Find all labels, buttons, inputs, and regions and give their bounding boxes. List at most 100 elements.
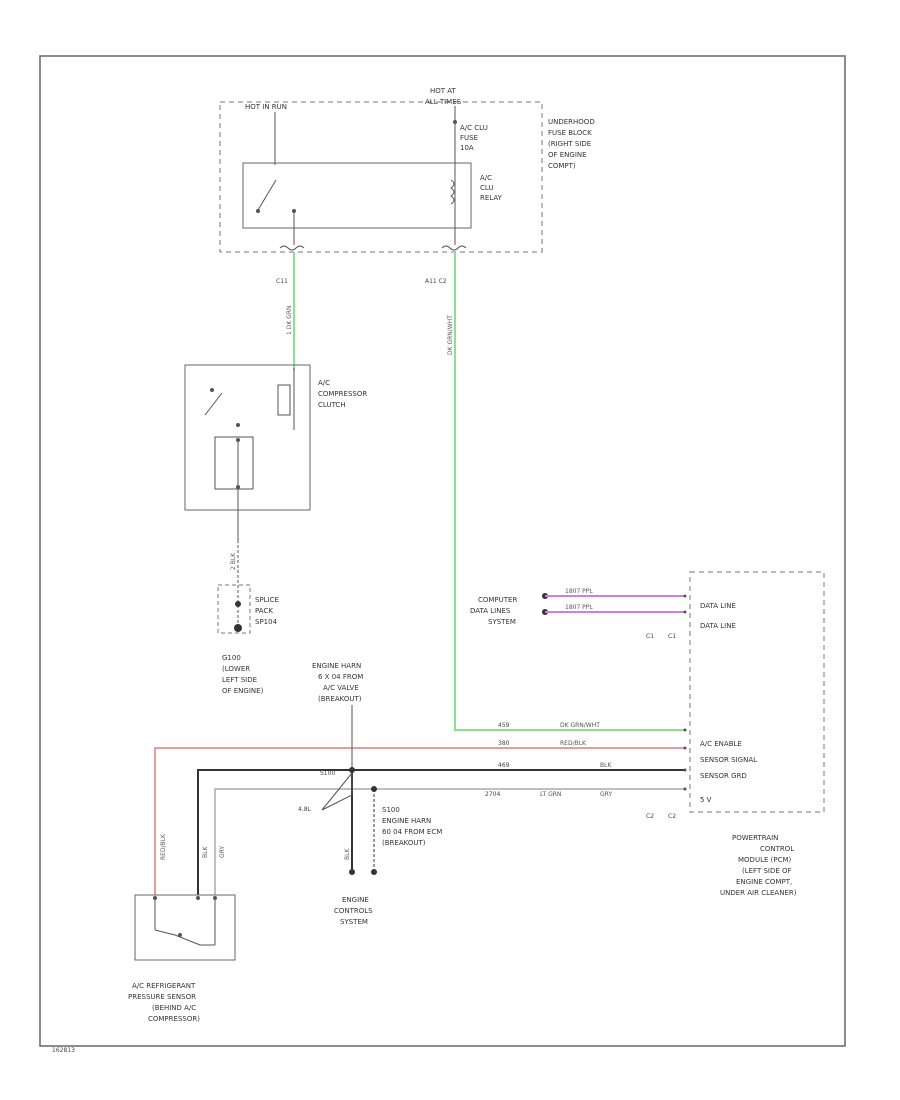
wire-5v-ref [214,788,685,895]
pcm-ac-enable: A/C ENABLE [700,740,742,748]
ground-g100-label-4: OF ENGINE) [222,687,264,695]
wire-relay-control [454,252,685,731]
clutch-switch-pivot [210,388,214,392]
wire-sensor-signal-ckt: 380 [498,740,510,747]
sensor-variable-resistor-icon [154,929,215,946]
hot-at-all-times-label-2: ALL TIMES [425,98,462,106]
engine-harn-bottom-1: S100 [382,806,400,814]
fuse-block-pin-right: A11 C2 [425,278,447,285]
computer-data-lines: COMPUTER DATA LINES SYSTEM 1807 PPL 1807… [470,588,685,626]
fuse-label-1: A/C CLU [460,124,488,132]
ground-g100-label-2: (LOWER [222,665,250,673]
connector-wave-right [441,245,467,251]
pcm-pin-dot-6 [683,787,687,791]
engine-harn-top-4: (BREAKOUT) [318,695,362,703]
wire-ref-label: LT GRN [540,791,561,798]
splice-pack-label-3: SP104 [255,618,278,626]
pcm-sensor-grd: SENSOR GRD [700,772,747,780]
splice-s100-label: S100 [320,770,335,777]
relay-switch-pivot [256,209,260,213]
pcm-pin-c1: C1 [646,633,654,640]
wire-data-line-1-label: 1807 PPL [565,588,593,595]
engine-harn-bottom-2: ENGINE HARN [382,817,431,825]
pcm-label-1: POWERTRAIN [732,834,778,842]
fuse-block-pin-left: C11 [276,278,288,285]
clutch-label-3: CLUTCH [318,401,346,409]
engine-controls-label-2: CONTROLS [334,907,373,915]
engine-harn-bottom-4: (BREAKOUT) [382,839,426,847]
ground-g100-label-1: G100 [222,654,241,662]
splice-node [235,601,241,607]
fuse-label-2: FUSE [460,134,478,142]
sensor-internal-node [178,933,182,937]
pcm-pin-c2: C2 [646,813,654,820]
pcm-5v: 5 V [700,796,712,804]
wire-sensor-grd-ckt: 469 [498,762,510,769]
sensor-pin-b [196,896,200,900]
pcm-data-line-2: DATA LINE [700,622,736,630]
engine-harn-top-1: ENGINE HARN [312,662,361,670]
data-lines-label-1: COMPUTER [478,596,517,604]
clutch-diode-switch [204,392,223,416]
fuse-block-location-3: (RIGHT SIDE [548,140,591,148]
wire-ref-ckt: 2704 [485,791,500,798]
wire-sensor-signal [154,747,685,895]
wire-clutch-feed-label: 1 DK GRN [286,306,293,336]
fuse-block-dashed-outline [219,101,543,253]
engine-harn-bottom-3: 60 04 FROM ECM [382,828,442,836]
fuse-block-location-5: COMPT) [548,162,576,170]
wire-ac-enable-label: DK GRN/WHT [560,722,600,729]
pressure-sensor-label-2: PRESSURE SENSOR [128,993,196,1001]
ground-drop-wire-label: BLK [344,848,351,860]
harness-branch-node [371,786,377,792]
fuse-amp-label: 10A [460,144,474,152]
ac-compressor-clutch: A/C COMPRESSOR CLUTCH [184,364,367,540]
fuse-terminal-top [453,120,457,124]
hot-in-run-label: HOT IN RUN [245,103,287,111]
wire-ref-label-2: GRY [600,791,612,798]
engine-controls-node-2 [371,869,377,875]
pcm-sensor-signal: SENSOR SIGNAL [700,756,757,764]
ground-g100-label-3: LEFT SIDE [222,676,257,684]
fuse-block-location-1: UNDERHOOD [548,118,595,126]
engine-size-label: 4.8L [298,806,312,813]
pcm-pin-dot-4 [683,746,687,750]
relay-label-3: RELAY [480,194,503,202]
relay-box [242,162,472,229]
pcm-label-5: ENGINE COMPT, [736,878,792,886]
wire-sensor-grd-label: BLK [600,762,612,769]
wire-relay-control-label: DK GRN/WHT [447,315,454,355]
pcm-pin-dot-1 [683,594,687,598]
wire-ac-enable-ckt: 459 [498,722,510,729]
sensor-wire-a-label: RED/BLK [160,833,167,860]
pcm-data-line-1: DATA LINE [700,602,736,610]
diagram-border [39,55,846,1047]
splice-pack-label-1: SPLICE [255,596,279,604]
clutch-label-2: COMPRESSOR [318,390,367,398]
sensor-wire-b-label: BLK [202,846,209,858]
engine-harn-top-2: 6 X 04 FROM [318,673,363,681]
engine-controls-node-1 [349,869,355,875]
clutch-coil-icon [277,384,291,416]
fuse-block-location-4: OF ENGINE [548,151,587,159]
relay-label-2: CLU [480,184,494,192]
connector-wave-left [279,245,305,251]
pcm-label-4: (LEFT SIDE OF [742,867,792,875]
powertrain-control-module: DATA LINE DATA LINE C1 C1 A/C ENABLE SEN… [646,571,825,897]
pressure-sensor-label-4: COMPRESSOR) [148,1015,200,1023]
sensor-wire-c-label: GRY [219,846,226,858]
engine-harn-top-3: A/C VALVE [323,684,359,692]
clutch-box [184,364,311,511]
engine-controls-label-1: ENGINE [342,896,369,904]
engine-controls-label-3: SYSTEM [340,918,368,926]
pcm-dashed-outline [689,571,825,813]
engine-option-wedge [321,771,353,811]
ground-node [234,624,242,632]
relay-label-1: A/C [480,174,492,182]
relay-coil-icon [450,179,455,205]
fuse-block-location-2: FUSE BLOCK [548,129,592,137]
splice-pack-outline [217,584,251,634]
pressure-sensor-label-3: (BEHIND A/C [152,1004,196,1012]
data-lines-label-2: DATA LINES [470,607,511,615]
